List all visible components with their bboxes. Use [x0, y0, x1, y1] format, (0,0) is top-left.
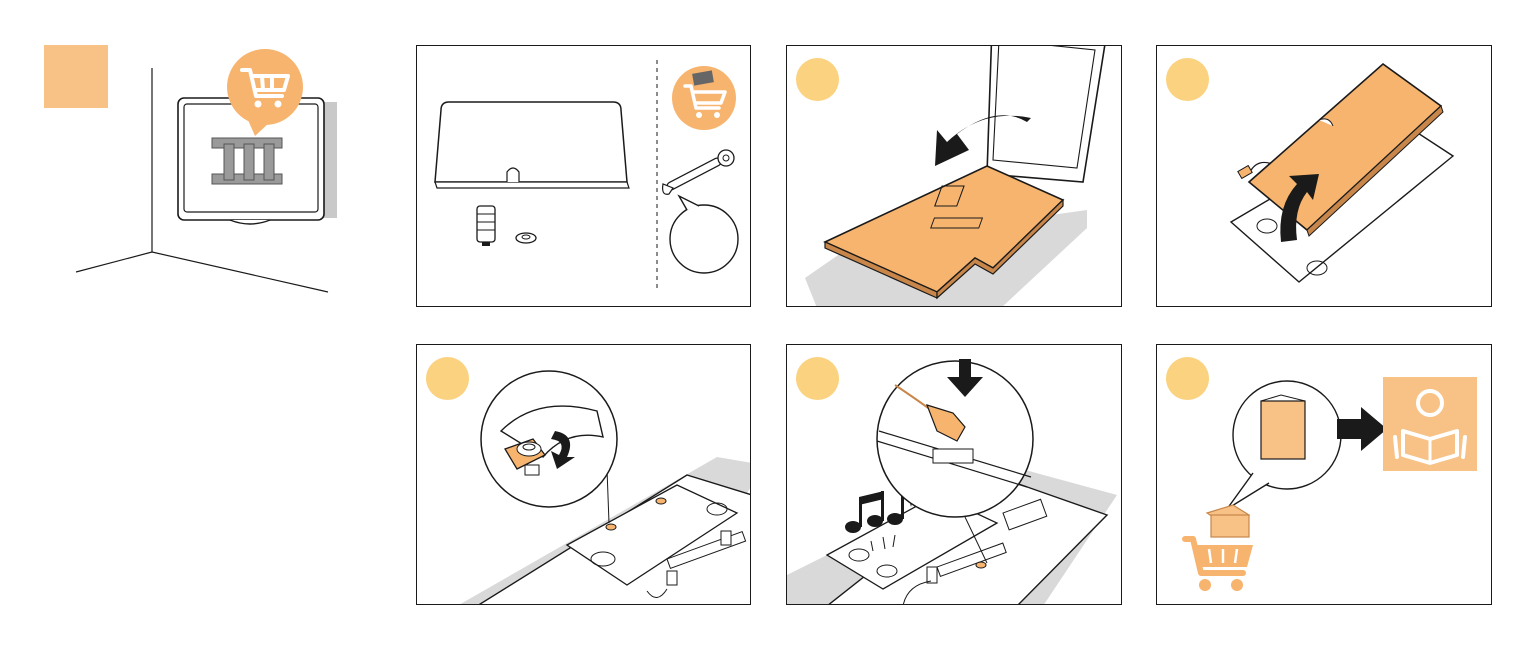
panel-lay-flat: [786, 45, 1122, 307]
panel-tighten-nut: [416, 344, 751, 605]
panel-read-manual: [1156, 344, 1492, 605]
step-badge: [1166, 357, 1209, 400]
step-badge: [1166, 58, 1209, 101]
wrench-icon: [663, 150, 734, 194]
panel-parts: [416, 45, 751, 307]
manual-callout: [1227, 381, 1341, 509]
step-badge: [796, 58, 839, 101]
panel-connect-cable: [786, 344, 1122, 605]
step-badge: [426, 357, 469, 400]
step-badge: [796, 357, 839, 400]
detail-magnifier: [481, 371, 617, 507]
manual-book-icon: [1261, 395, 1305, 459]
person-reading-icon: [1383, 377, 1477, 471]
detail-magnifier: [877, 359, 1033, 517]
tool-callout-bubble: [670, 196, 738, 273]
standoff-screw: [477, 206, 495, 246]
intro-wall-mount-illustration: [60, 40, 380, 310]
right-arrow-icon: [1337, 407, 1387, 451]
shopping-cart-icon: [1185, 505, 1253, 591]
buy-separately-badge: [672, 66, 736, 130]
panel-lift-cover: [1156, 45, 1492, 307]
